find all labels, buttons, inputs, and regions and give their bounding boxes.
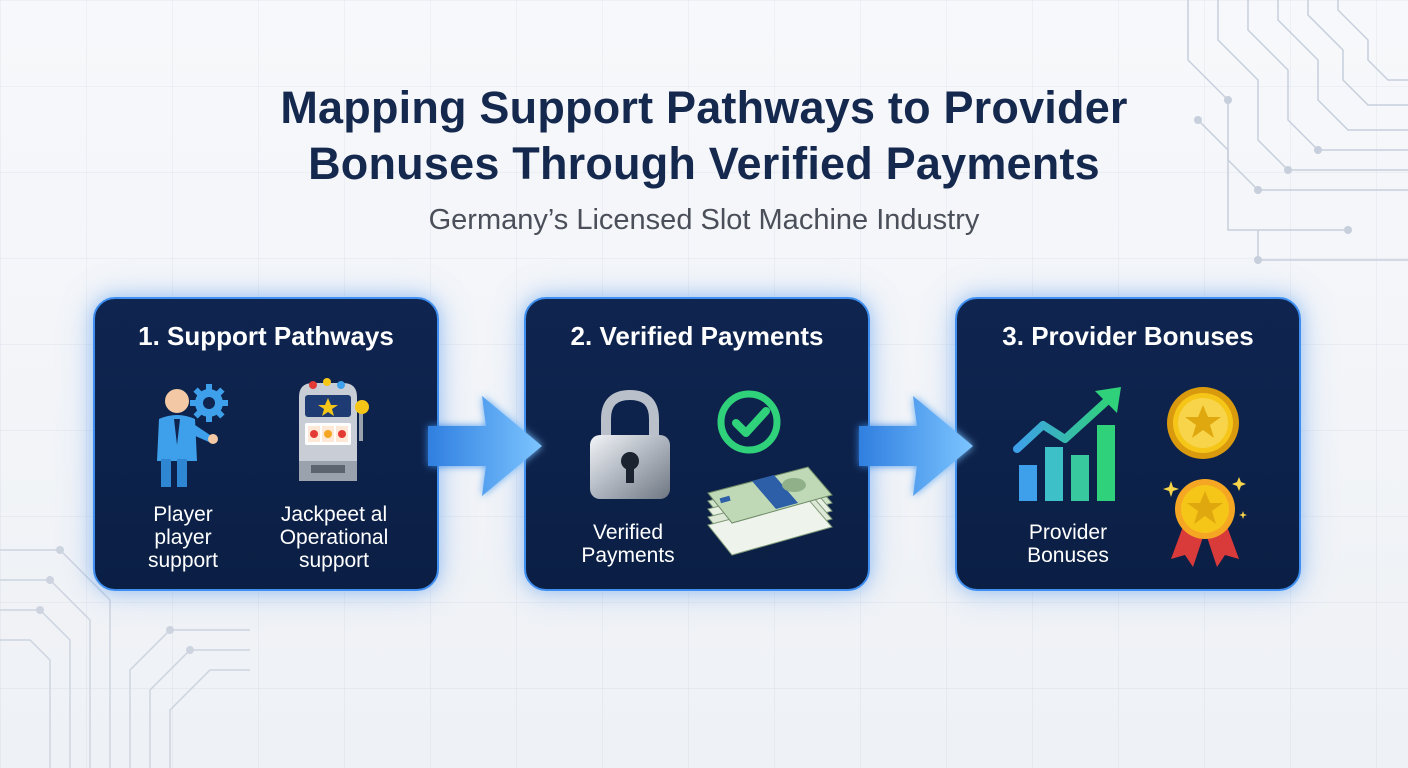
label-line: Bonuses [1027,544,1109,567]
player-support-icon [157,384,228,487]
stage-title: 2. Verified Payments [570,321,824,351]
label-line: support [298,549,370,572]
stage-title: 1. Support Pathways [138,321,394,351]
label-line: Verified [592,521,664,544]
stage-support-pathways: 1. Support Pathways Player player suppor… [93,297,439,591]
label-line: Payments [581,544,675,567]
label-line: Provider [1028,521,1108,544]
header: Mapping Support Pathways to Provider Bon… [0,80,1408,238]
label-verified-payments: Verified Payments [566,521,690,567]
label-line: support [147,549,219,572]
page-title: Mapping Support Pathways to Provider Bon… [0,80,1408,192]
title-line-1: Mapping Support Pathways to Provider [280,82,1128,133]
label-operational-support: Jackpeet al Operational support [263,503,405,572]
arrow-right-icon [859,396,973,496]
award-medal-icon [1163,477,1247,567]
circuit-decoration-top-right [1187,0,1408,264]
label-provider-bonuses: Provider Bonuses [1003,521,1133,567]
slot-machine-icon [299,378,369,481]
label-line: Operational [279,526,389,549]
circuit-decoration-bottom-left [0,546,250,768]
label-player-support: Player player support [133,503,233,572]
stage-title: 3. Provider Bonuses [1002,321,1254,351]
checkmark-icon [717,390,781,454]
label-line: Player [153,503,213,526]
gold-coin-icon [1167,387,1239,459]
page-subtitle: Germany’s Licensed Slot Machine Industry [428,204,980,236]
stage-verified-payments: 2. Verified Payments Verified Payments [524,297,870,591]
title-line-2: Bonuses Through Verified Payments [308,138,1100,189]
growth-chart-icon [1013,387,1121,501]
arrow-right-icon [428,396,542,496]
padlock-icon [590,389,670,499]
label-line: player [154,526,212,549]
label-line: Jackpeet al [280,503,388,526]
euro-cash-icon [707,466,833,556]
stage-provider-bonuses: 3. Provider Bonuses Provider Bonuses [955,297,1301,591]
